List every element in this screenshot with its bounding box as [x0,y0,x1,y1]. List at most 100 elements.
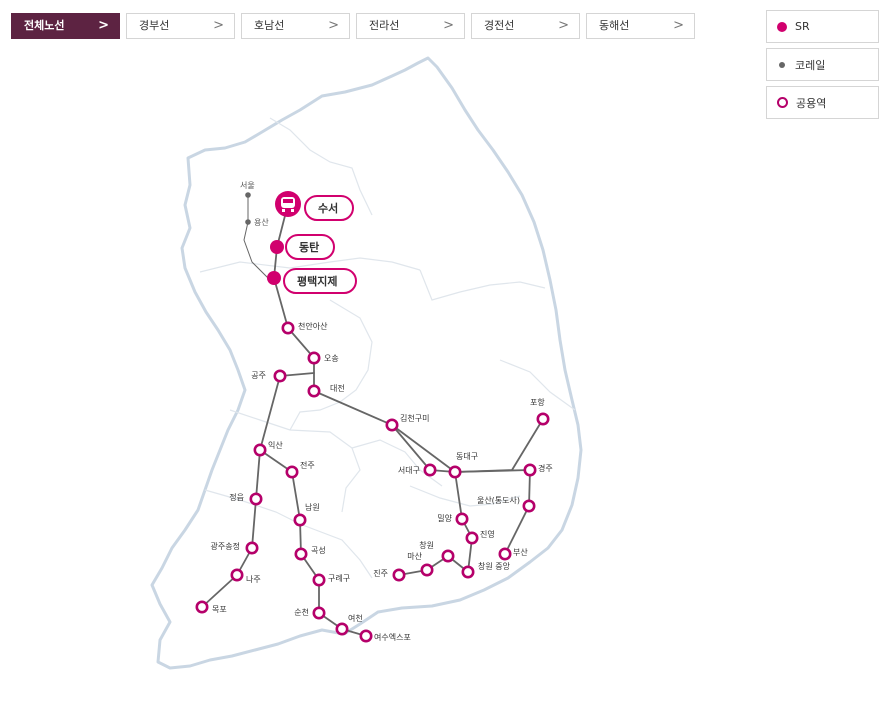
chevron-right-icon: > [443,18,454,33]
country-outline [150,56,583,670]
station-ring [195,600,209,614]
station-ring [536,412,550,426]
station-pill [304,195,354,221]
shared-station[interactable]: 대전 [307,383,345,398]
korail-stations: 서울 용산 [240,181,269,227]
station-ring [420,563,434,577]
shared-station[interactable]: 공주 [251,369,287,383]
shared-station[interactable]: 여천 [335,613,363,636]
station-seoul[interactable] [245,192,251,198]
chevron-right-icon: > [673,18,684,33]
sr-stations: 수서 동탄 평택지제 [267,191,357,294]
station-label: 나주 [246,575,261,584]
station-label: 곡성 [311,546,326,555]
shared-station[interactable]: 구례구 [312,573,350,587]
tab-label: 경부선 [139,19,170,32]
shared-station[interactable]: 울산(통도사) [477,495,536,513]
station-label: 정읍 [229,492,244,502]
station-label: 대전 [330,383,345,393]
shared-station[interactable]: 남원 [293,503,320,527]
station-ring [249,492,263,506]
tab-donghae[interactable]: 동해선 > [586,13,695,39]
chevron-right-icon: > [213,18,224,33]
shared-station[interactable]: 진영 [465,529,495,545]
legend-shared[interactable]: 공용역 [766,86,879,119]
station-dongtan[interactable]: 동탄 [270,234,335,260]
station-ring [448,465,462,479]
station-label: 공주 [251,371,266,380]
shared-station[interactable]: 목포 [195,600,227,614]
station-label: 서울 [240,181,255,190]
shared-station[interactable]: 나주 [230,568,261,584]
tab-jeolla[interactable]: 전라선 > [356,13,465,39]
station-marker [270,240,284,254]
shared-station[interactable]: 광주송정 [211,541,259,555]
station-ring [461,565,475,579]
station-label: 광주송정 [211,541,240,551]
station-marker [267,271,281,285]
korail-line [243,194,275,285]
station-pyeongtaekjije[interactable]: 평택지제 [267,268,357,294]
province-borders [199,117,576,579]
station-label: 익산 [268,440,283,450]
station-ring [392,568,406,582]
train-icon [281,197,295,212]
shared-station[interactable]: 창원 중앙 [461,561,511,579]
station-label: 창원 중앙 [478,561,511,571]
shared-station[interactable]: 천안아산 [281,321,328,335]
shared-station[interactable]: 여수엑스포 [359,629,411,643]
station-ring [455,512,469,526]
shared-station[interactable]: 곡성 [294,546,326,561]
station-label: 포항 [530,398,545,407]
station-ring [441,549,455,563]
station-label: 순천 [294,607,309,617]
shared-station[interactable]: 경주 [523,463,553,477]
tab-gyeongjeon[interactable]: 경전선 > [471,13,580,39]
tab-honam[interactable]: 호남선 > [241,13,350,39]
legend-korail[interactable]: 코레일 [766,48,879,81]
station-ring [230,568,244,582]
shared-station[interactable]: 전주 [285,460,315,479]
shared-station[interactable]: 밀양 [437,512,469,526]
route-tabs: 전체노선 > 경부선 > 호남선 > 전라선 > 경전선 > 동해선 > [11,13,701,39]
shared-station[interactable]: 진주 [373,568,406,582]
shared-station[interactable]: 순천 [294,606,326,620]
chevron-right-icon: > [98,18,109,33]
station-ring [312,606,326,620]
station-ring [522,499,536,513]
station-label: 동대구 [456,452,478,461]
shared-station[interactable]: 오송 [307,351,339,365]
station-ring [285,465,299,479]
chevron-right-icon: > [558,18,569,33]
station-yongsan[interactable] [245,219,251,225]
shared-station[interactable]: 서대구 [398,463,437,477]
station-ring [385,418,399,432]
tab-all-routes[interactable]: 전체노선 > [11,13,120,39]
shared-station[interactable]: 포항 [530,398,550,426]
shared-station[interactable]: 창원 [419,541,455,563]
legend-shared-label: 공용역 [796,96,827,110]
legend-sr[interactable]: SR [766,10,879,43]
shared-station[interactable]: 김천구미 [385,413,430,432]
sr-dot-icon [777,21,787,32]
shared-station[interactable]: 정읍 [229,492,263,506]
station-pill [283,268,357,294]
tab-gyeongbu[interactable]: 경부선 > [126,13,235,39]
station-label: 마산 [407,551,422,561]
shared-station[interactable]: 부산 [498,547,529,561]
tab-label: 전라선 [369,19,400,32]
station-suseo[interactable]: 수서 [275,191,354,221]
station-ring [523,463,537,477]
station-ring [273,369,287,383]
legend: SR 코레일 공용역 [766,10,879,124]
tab-label: 경전선 [484,19,515,32]
station-label: 동탄 [299,240,319,254]
tab-label: 동해선 [599,19,630,32]
shared-station[interactable]: 동대구 [448,452,478,479]
station-label: 천안아산 [298,321,328,331]
station-label: 부산 [513,547,528,557]
station-ring [312,573,326,587]
shared-station[interactable]: 마산 [407,551,434,577]
shared-station[interactable]: 익산 [253,440,284,457]
